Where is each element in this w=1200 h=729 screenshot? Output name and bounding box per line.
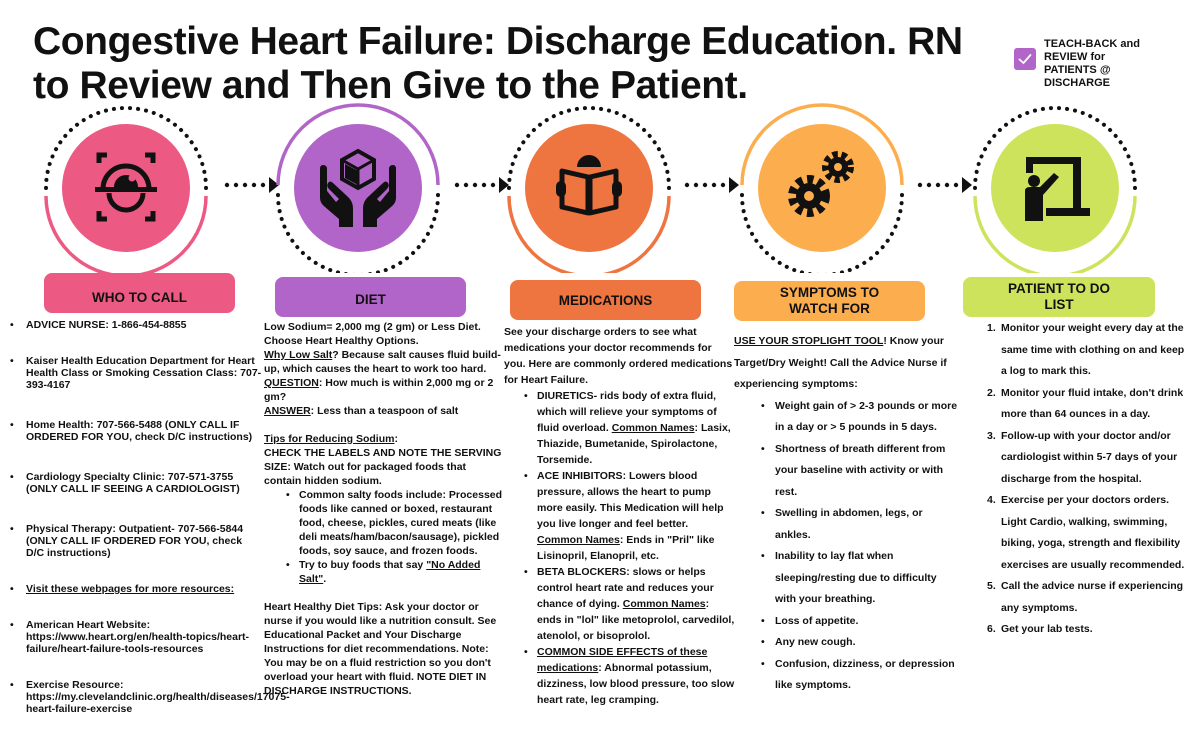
todo-section: 1.Monitor your weight every day at the s… (987, 318, 1187, 641)
todo-item: 3.Follow-up with your doctor and/or card… (987, 429, 1178, 485)
step-symptoms (737, 103, 907, 273)
diet-tips-text: CHECK THE LABELS AND NOTE THE SERVING SI… (264, 447, 502, 487)
diet-heart-healthy-tips: Heart Healthy Diet Tips: Ask your doctor… (264, 601, 497, 697)
arrow-connector-2 (452, 176, 512, 194)
medications-section: See your discharge orders to see what me… (504, 324, 736, 708)
diet-answer: ANSWER: Less than a teaspoon of salt (264, 405, 459, 417)
symptoms-section: USE YOUR STOPLIGHT TOOL! Know your Targe… (734, 331, 960, 697)
hands-holding-box-icon (320, 148, 396, 227)
checkmark-icon[interactable] (1014, 48, 1036, 70)
resource-exercise-link[interactable]: Exercise Resource: https://my.clevelandc… (0, 679, 290, 715)
diet-heading: DIET (275, 277, 466, 317)
todo-item: 6.Get your lab tests. (987, 623, 1093, 635)
eye-scan-icon (95, 152, 157, 222)
symptom-item: Confusion, dizziness, or depression like… (761, 654, 960, 697)
resources-heading: Visit these webpages for more resources: (0, 583, 262, 595)
person-reading-book-icon (556, 155, 622, 216)
step-medications (504, 103, 674, 273)
symptoms-heading: SYMPTOMS TO WATCH FOR (734, 281, 925, 321)
diet-tips-heading: Tips for Reducing Sodium: (264, 433, 398, 445)
symptom-item: Inability to lay flat when sleeping/rest… (761, 546, 960, 611)
arrow-connector-1 (222, 176, 282, 194)
diet-salty-foods: Common salty foods include: Processed fo… (286, 488, 504, 558)
teacher-at-board-icon (1025, 157, 1090, 221)
contact-advice-nurse: ADVICE NURSE: 1-866-454-8855 (0, 319, 262, 331)
arrow-connector-4 (915, 176, 975, 194)
med-beta-blockers: BETA BLOCKERS: slows or helps control he… (524, 564, 736, 644)
contact-home-health: Home Health: 707-566-5488 (ONLY CALL IF … (0, 419, 262, 443)
teach-back-label: TEACH-BACK and REVIEW for PATIENTS @ DIS… (1044, 38, 1140, 89)
gears-icon (788, 151, 854, 217)
todo-item: 1.Monitor your weight every day at the s… (987, 322, 1185, 377)
symptom-item: Swelling in abdomen, legs, or ankles. (761, 503, 960, 546)
contact-kaiser-health-education: Kaiser Health Education Department for H… (0, 355, 262, 391)
todo-item: 2.Monitor your fluid intake, don't drink… (987, 386, 1184, 421)
step-patient-todo (970, 103, 1140, 273)
step-who-to-call (41, 103, 211, 273)
step-diet (273, 103, 443, 273)
contact-cardiology-clinic: Cardiology Specialty Clinic: 707-571-375… (0, 471, 262, 495)
diet-no-added-salt: Try to buy foods that say "No Added Salt… (286, 558, 504, 586)
med-side-effects: COMMON SIDE EFFECTS of these medications… (524, 644, 736, 708)
medications-heading: MEDICATIONS (510, 280, 701, 320)
symptoms-intro: USE YOUR STOPLIGHT TOOL! Know your Targe… (734, 335, 947, 390)
page-title: Congestive Heart Failure: Discharge Educ… (33, 20, 963, 107)
arrow-connector-3 (682, 176, 742, 194)
med-ace-inhibitors: ACE INHIBITORS: Lowers blood pressure, a… (524, 468, 736, 564)
med-diuretics: DIURETICS- rids body of extra fluid, whi… (524, 388, 736, 468)
todo-item: 4.Exercise per your doctors orders. Ligh… (987, 494, 1185, 571)
who-to-call-section: ADVICE NURSE: 1-866-454-8855 Kaiser Heal… (0, 319, 290, 729)
symptom-item: Shortness of breath different from your … (761, 439, 960, 504)
contact-physical-therapy: Physical Therapy: Outpatient- 707-566-58… (0, 523, 262, 559)
diet-why-low-salt: Why Low Salt? Because salt causes fluid … (264, 349, 501, 375)
who-to-call-heading: WHO TO CALL (44, 273, 235, 313)
symptom-item: Weight gain of > 2-3 pounds or more in a… (761, 396, 960, 439)
diet-section: Low Sodium= 2,000 mg (2 gm) or Less Diet… (264, 320, 504, 698)
teach-back-checkbox[interactable]: TEACH-BACK and REVIEW for PATIENTS @ DIS… (1014, 38, 1154, 90)
medications-intro: See your discharge orders to see what me… (504, 326, 733, 386)
symptom-item: Any new cough. (761, 632, 960, 654)
symptom-item: Loss of appetite. (761, 611, 960, 633)
diet-intro: Low Sodium= 2,000 mg (2 gm) or Less Diet… (264, 321, 481, 347)
resource-american-heart-link[interactable]: American Heart Website: https://www.hear… (0, 619, 262, 655)
diet-question: QUESTION: How much is within 2,000 mg or… (264, 377, 494, 403)
todo-heading: PATIENT TO DO LIST (963, 277, 1155, 317)
todo-item: 5.Call the advice nurse if experiencing … (987, 580, 1184, 614)
